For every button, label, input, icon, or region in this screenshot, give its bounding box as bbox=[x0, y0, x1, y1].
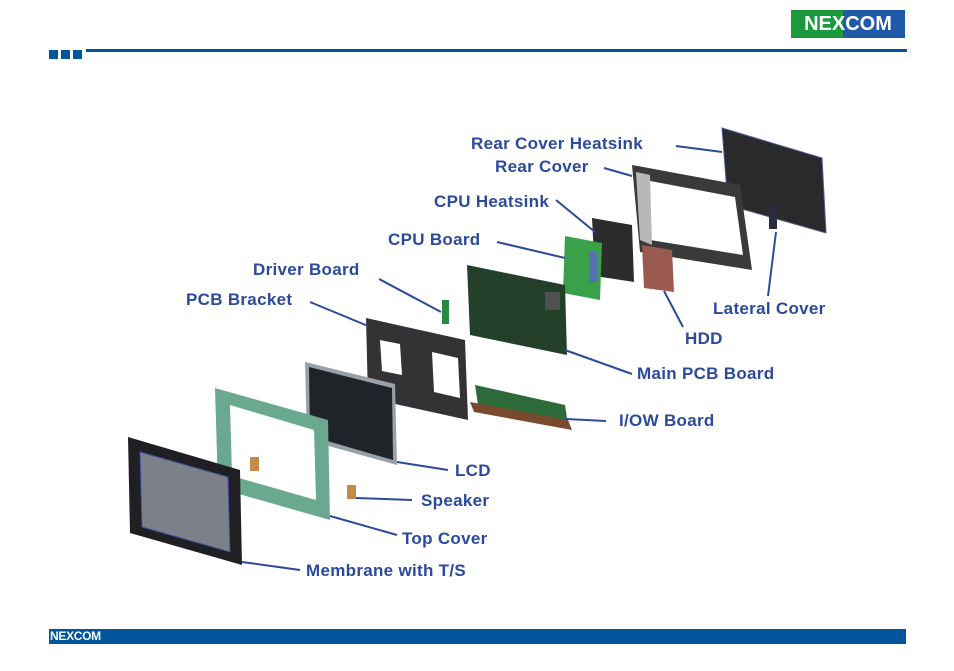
speaker-part-right bbox=[347, 485, 356, 499]
driver-board-part bbox=[442, 300, 449, 324]
iow-board-base bbox=[470, 402, 572, 430]
leader-driver-board bbox=[378, 278, 442, 313]
leader-cpu-heatsink bbox=[555, 199, 596, 233]
top-cover-part bbox=[215, 388, 330, 520]
header-square-1 bbox=[49, 50, 58, 59]
header-rule bbox=[86, 49, 907, 52]
main-pcb-board-part bbox=[467, 265, 567, 355]
leader-lcd bbox=[396, 461, 449, 471]
footer-bar bbox=[49, 629, 906, 644]
label-rear-cover-heatsink: Rear Cover Heatsink bbox=[471, 134, 643, 153]
label-lateral-cover: Lateral Cover bbox=[713, 299, 826, 318]
label-lcd: LCD bbox=[455, 461, 491, 480]
label-speaker: Speaker bbox=[421, 491, 490, 510]
leader-speaker bbox=[355, 497, 413, 501]
logo-text: NEXCOM bbox=[804, 12, 892, 35]
cpu-board-connector bbox=[589, 252, 597, 282]
leader-rear-cover bbox=[603, 167, 633, 177]
lcd-screen bbox=[309, 367, 393, 460]
hdd-part bbox=[642, 245, 674, 292]
leader-main-pcb-board bbox=[564, 349, 633, 375]
leader-lines bbox=[241, 145, 777, 571]
label-cpu-heatsink: CPU Heatsink bbox=[434, 192, 550, 211]
footer-logo: NEXCOM bbox=[50, 629, 101, 643]
cpu-heatsink-part bbox=[592, 218, 634, 282]
label-membrane: Membrane with T/S bbox=[306, 561, 467, 580]
main-pcb-chip bbox=[545, 292, 560, 310]
header-square-3 bbox=[73, 50, 82, 59]
rear-cover-part bbox=[632, 165, 752, 270]
iow-board-part bbox=[475, 385, 568, 425]
leader-pcb-bracket bbox=[309, 301, 369, 327]
header-square-2 bbox=[61, 50, 70, 59]
label-pcb-bracket: PCB Bracket bbox=[186, 290, 293, 309]
label-iow-board: I/OW Board bbox=[619, 411, 715, 430]
lateral-cover-part bbox=[769, 205, 777, 229]
leader-hdd bbox=[663, 290, 684, 328]
leader-top-cover bbox=[329, 515, 398, 536]
label-main-pcb-board: Main PCB Board bbox=[637, 364, 775, 383]
label-cpu-board: CPU Board bbox=[388, 230, 481, 249]
logo-blue-block bbox=[843, 10, 905, 38]
label-hdd: HDD bbox=[685, 329, 723, 348]
label-top-cover: Top Cover bbox=[402, 529, 488, 548]
leader-iow-board bbox=[565, 418, 607, 422]
leader-lateral-cover bbox=[767, 231, 777, 297]
logo-green-block bbox=[791, 10, 843, 38]
leader-rear-cover-heatsink bbox=[675, 145, 723, 153]
label-rear-cover: Rear Cover bbox=[495, 157, 589, 176]
rear-cover-heatsink-part bbox=[721, 127, 827, 234]
leader-cpu-board bbox=[496, 241, 566, 259]
membrane-part bbox=[128, 437, 242, 565]
leader-membrane bbox=[241, 561, 301, 571]
speaker-part-left bbox=[250, 457, 259, 471]
nexcom-logo: NEXCOM bbox=[791, 10, 905, 38]
label-driver-board: Driver Board bbox=[253, 260, 360, 279]
